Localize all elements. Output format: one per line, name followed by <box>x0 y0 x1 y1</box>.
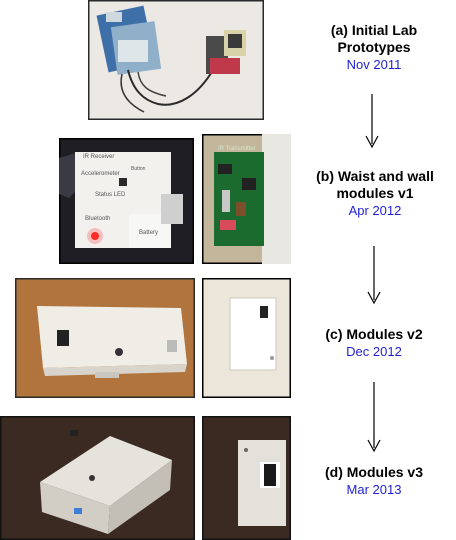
waist-label-bluetooth: Bluetooth <box>85 216 111 222</box>
waist-label-status-led: Status LED <box>95 192 126 198</box>
arrow-down-b-to-c <box>367 246 381 305</box>
stage-c-title-line1: (c) Modules v2 <box>325 326 423 342</box>
stage-d-date: Mar 2013 <box>346 482 402 497</box>
stage-a-title-line1: (a) Initial Lab <box>330 22 418 38</box>
stage-c-date: Dec 2012 <box>346 344 402 359</box>
photo-waist-module-v2 <box>15 278 195 398</box>
photo-d2-svg <box>202 416 291 540</box>
waist-label-ir-receiver: IR Receiver <box>83 154 115 160</box>
photo-waist-module-v3 <box>0 416 195 540</box>
stage-a-label: (a) Initial Lab Prototypes Nov 2011 <box>304 22 444 73</box>
photo-d1-svg <box>0 416 195 540</box>
arrow-down-c-to-d <box>367 382 381 453</box>
arrow-down-a-to-b <box>365 94 379 149</box>
photo-c1-svg <box>15 278 195 398</box>
photo-wall-module-v1: IR Transmitter <box>202 134 291 264</box>
waist-label-battery: Battery <box>139 230 159 236</box>
photo-wall-module-v2 <box>202 278 291 398</box>
photo-b1-svg <box>59 138 194 264</box>
stage-a-date: Nov 2011 <box>346 57 402 72</box>
stage-d-label: (d) Modules v3 Mar 2013 <box>304 464 444 498</box>
stage-b-title-line1: (b) Waist and wall <box>316 168 434 184</box>
photo-wall-module-v3 <box>202 416 291 540</box>
waist-label-accelerometer: Accelerometer <box>81 171 120 177</box>
stage-a-title-line2: Prototypes <box>337 39 411 55</box>
wall-label-ir-transmitter: IR Transmitter <box>218 146 256 152</box>
stage-b-date: Apr 2012 <box>348 203 402 218</box>
photo-b2-svg <box>202 134 291 264</box>
stage-c-label: (c) Modules v2 Dec 2012 <box>304 326 444 360</box>
stage-d-title-line1: (d) Modules v3 <box>324 464 423 480</box>
waist-label-button: Button <box>131 166 146 172</box>
photo-waist-module-v1: IR Receiver Accelerometer Button Status … <box>59 138 194 264</box>
photo-a-svg <box>88 0 264 120</box>
photo-c2-svg <box>202 278 291 398</box>
stage-b-label: (b) Waist and wall modules v1 Apr 2012 <box>300 168 450 219</box>
stage-b-title-line2: modules v1 <box>336 185 414 201</box>
photo-initial-lab-prototypes <box>88 0 264 120</box>
